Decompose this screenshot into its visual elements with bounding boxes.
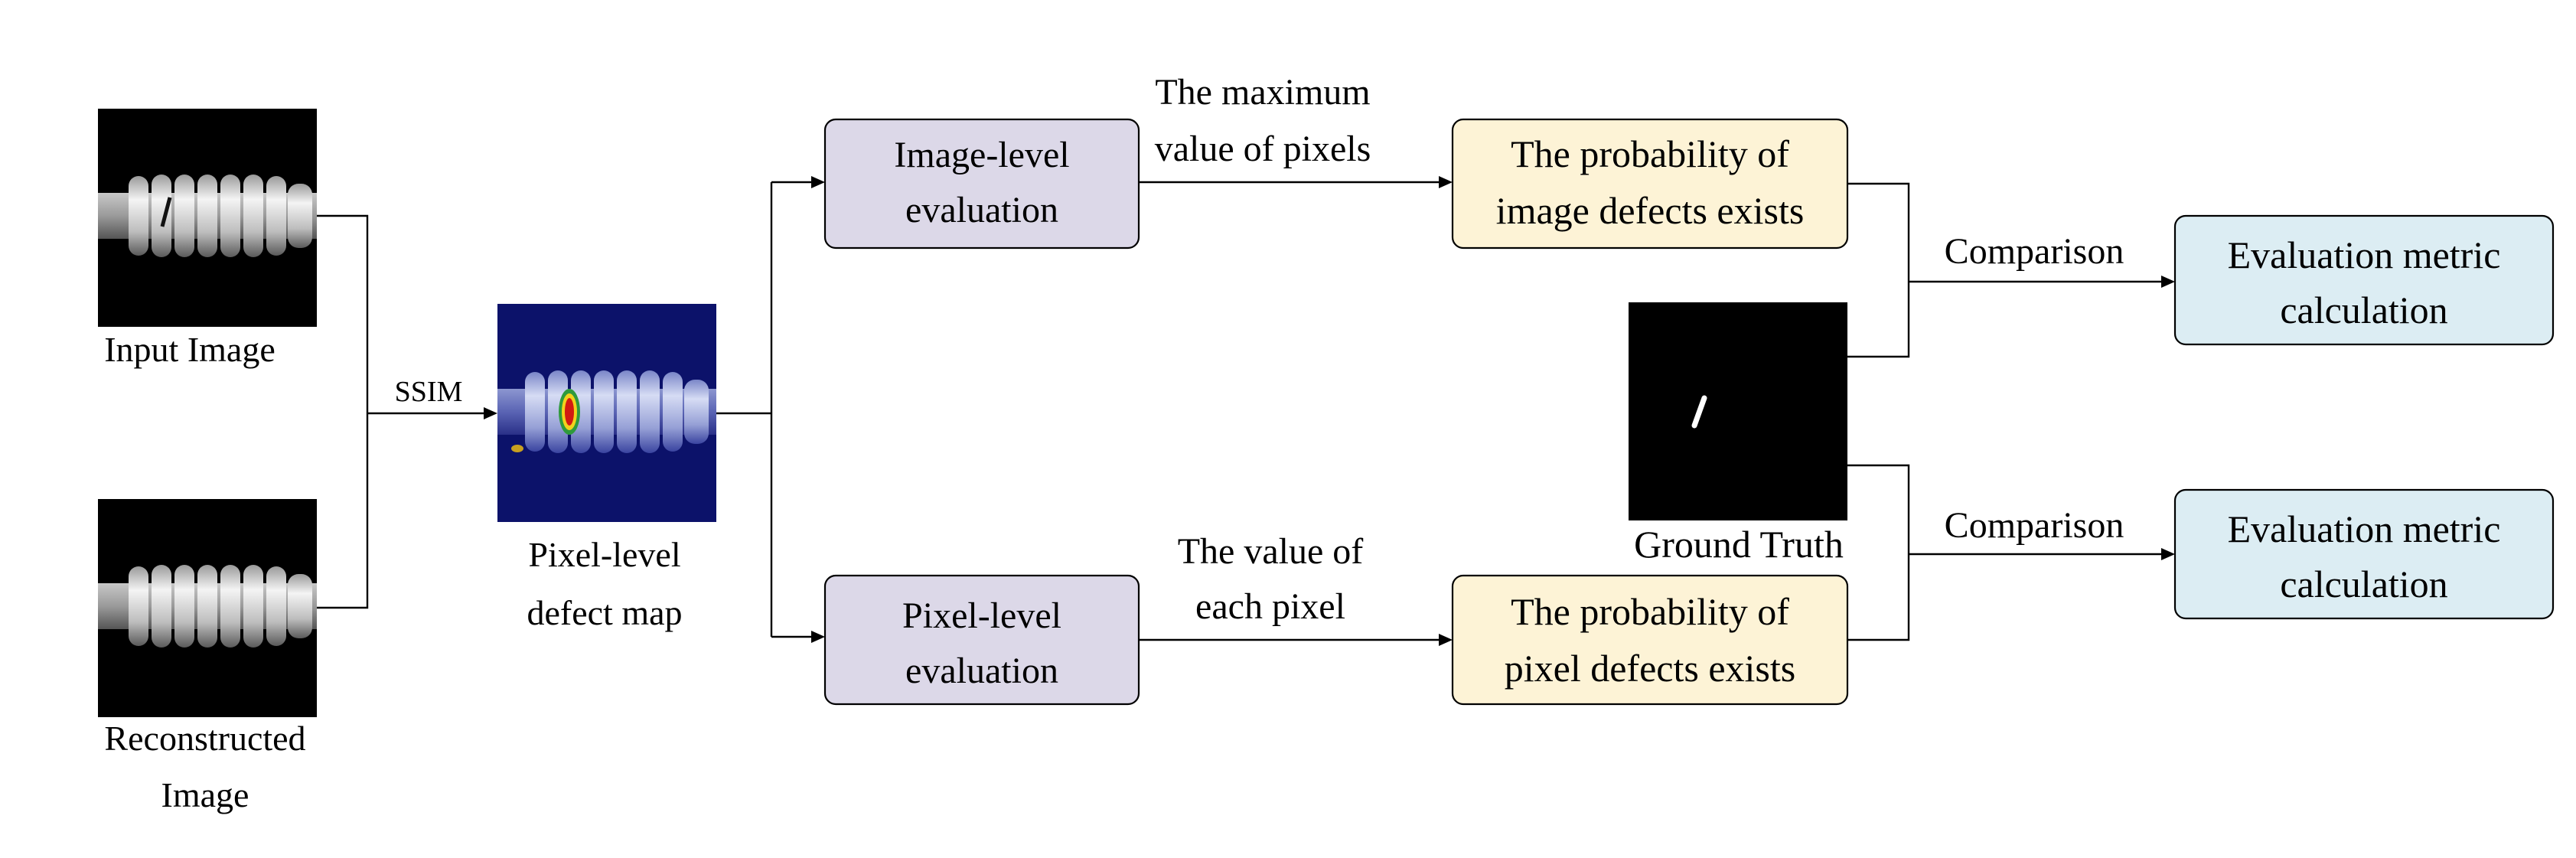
edge-bottom-bracket xyxy=(1847,464,1910,641)
defect-map-image xyxy=(497,304,716,522)
metric-top-box: Evaluation metric calculation xyxy=(2173,214,2555,346)
ground-truth-image xyxy=(1629,302,1847,520)
edge-map-split xyxy=(716,182,773,637)
ssim-label: SSIM xyxy=(395,376,463,408)
edge-top-bracket xyxy=(1847,182,1910,358)
image-eval-line2: evaluation xyxy=(905,190,1058,230)
arrowhead-pixel-eval xyxy=(811,631,825,643)
pixel-prob-line2: pixel defects exists xyxy=(1505,647,1795,690)
arrowhead-top-metric xyxy=(2161,276,2175,288)
max-value-label-line2: value of pixels xyxy=(1155,129,1371,169)
pixel-eval-box: Pixel-level evaluation xyxy=(823,574,1140,706)
each-value-label-line2: each pixel xyxy=(1195,586,1345,627)
ground-truth-defect-mask xyxy=(1691,395,1707,429)
metric-top-line1: Evaluation metric xyxy=(2228,233,2501,276)
anomaly-core xyxy=(565,398,574,426)
metric-top-rect xyxy=(2173,214,2555,346)
edge-reconstructed-to-junction xyxy=(317,413,369,609)
comparison-bottom-label: Comparison xyxy=(1945,505,2124,546)
metric-top-line2: calculation xyxy=(2280,289,2447,331)
arrowhead-image-prob xyxy=(1439,176,1453,188)
defect-scratch xyxy=(160,197,172,227)
pixel-eval-line2: evaluation xyxy=(905,651,1058,691)
arrowhead-bottom-metric xyxy=(2161,548,2175,560)
image-prob-line2: image defects exists xyxy=(1496,189,1805,232)
pixel-eval-line1: Pixel-level xyxy=(902,595,1061,636)
metric-bottom-rect xyxy=(2173,488,2555,620)
arrowhead-ssim xyxy=(484,407,497,419)
input-image-label: Input Image xyxy=(104,330,276,369)
comparison-top-label: Comparison xyxy=(1945,231,2124,272)
metric-bottom-line1: Evaluation metric xyxy=(2228,507,2501,550)
arrowhead-image-eval xyxy=(811,176,825,188)
defect-map-label-line1: Pixel-level xyxy=(528,535,680,574)
reconstructed-image-label-line2: Image xyxy=(161,775,249,814)
pixel-prob-box: The probability of pixel defects exists xyxy=(1451,574,1849,706)
max-value-label-line1: The maximum xyxy=(1155,72,1370,113)
image-eval-box: Image-level evaluation xyxy=(823,118,1140,250)
image-eval-line1: Image-level xyxy=(894,135,1069,175)
metric-bottom-line2: calculation xyxy=(2280,563,2447,605)
input-image xyxy=(98,109,317,327)
image-prob-line1: The probability of xyxy=(1511,132,1789,175)
screw-threads xyxy=(129,175,312,257)
arrowhead-pixel-prob xyxy=(1439,634,1453,646)
image-prob-box: The probability of image defects exists xyxy=(1451,118,1849,250)
each-value-label-line1: The value of xyxy=(1178,531,1364,572)
anomaly-spot xyxy=(511,445,523,452)
edge-input-to-junction xyxy=(317,214,369,413)
reconstructed-image xyxy=(98,499,317,717)
metric-bottom-box: Evaluation metric calculation xyxy=(2173,488,2555,620)
image-eval-rect xyxy=(823,118,1140,250)
reconstructed-image-label-line1: Reconstructed xyxy=(104,719,305,758)
ground-truth-label: Ground Truth xyxy=(1634,523,1844,566)
pixel-prob-line1: The probability of xyxy=(1511,590,1789,633)
defect-map-label-line2: defect map xyxy=(527,593,682,632)
